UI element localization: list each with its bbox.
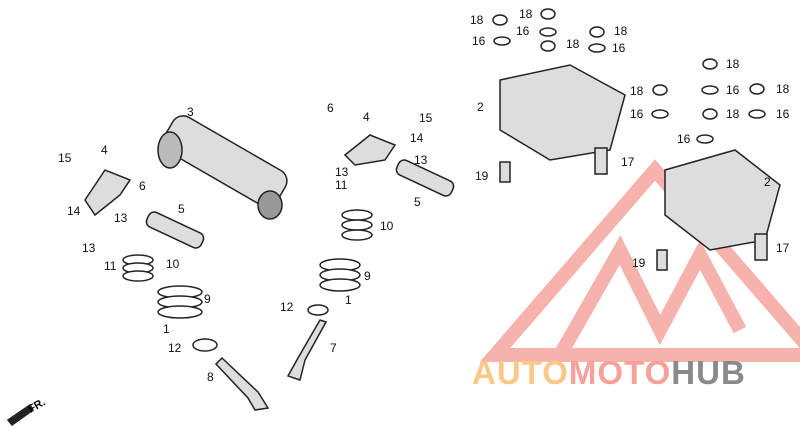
part-callout: 6 (327, 101, 334, 115)
watermark-auto: AUTO (472, 354, 569, 391)
part-callout: 6 (139, 179, 146, 193)
part-callout: 16 (776, 107, 790, 121)
part-callout: 3 (187, 105, 194, 119)
watermark-hub: HUB (671, 354, 746, 391)
watermark-text: AUTOMOTOHUB (472, 354, 746, 392)
part-callout: 13 (114, 211, 128, 225)
part-callout: 5 (178, 202, 185, 216)
part-callout: 10 (166, 257, 180, 271)
front-arrow (6, 403, 34, 427)
part-callout: 13 (335, 165, 349, 179)
part-callout: 19 (632, 256, 646, 270)
part-callout: 17 (621, 155, 635, 169)
part-callout: 13 (82, 241, 96, 255)
nuts-washers (492, 8, 766, 144)
spring-middle (307, 209, 373, 316)
part-callout: 7 (330, 341, 337, 355)
part-callout: 19 (475, 169, 489, 183)
part-callout: 4 (363, 110, 370, 124)
rocker-arm-middle (343, 134, 397, 166)
part-callout: 10 (380, 219, 394, 233)
part-callout: 1 (345, 293, 352, 307)
part-callout: 18 (614, 24, 628, 38)
part-callout: 16 (612, 41, 626, 55)
part-callout: 2 (764, 175, 771, 189)
part-callout: 16 (630, 107, 644, 121)
part-callout: 15 (58, 151, 72, 165)
part-callout: 14 (410, 131, 424, 145)
valve-left (214, 356, 270, 411)
part-callout: 18 (519, 7, 533, 21)
watermark-moto: MOTO (568, 354, 672, 391)
dowel-19-lower (656, 249, 668, 271)
part-callout: 1 (163, 322, 170, 336)
part-callout: 13 (414, 153, 428, 167)
part-callout: 5 (414, 195, 421, 209)
camshaft (157, 115, 288, 220)
part-callout: 12 (168, 341, 182, 355)
spring-left (122, 254, 218, 352)
rocker-holder-upper (499, 64, 626, 161)
part-callout: 18 (630, 84, 644, 98)
part-callout: 2 (477, 100, 484, 114)
part-callout: 12 (280, 300, 294, 314)
part-callout: 18 (470, 13, 484, 27)
part-callout: 4 (101, 143, 108, 157)
dowel-17-upper (594, 147, 608, 175)
rocker-arm-left (84, 169, 132, 217)
watermark-logo (479, 159, 800, 362)
valve-middle (286, 319, 328, 381)
part-callout: 9 (364, 269, 371, 283)
part-callout: 15 (419, 111, 433, 125)
part-callout: 18 (726, 107, 740, 121)
part-callout: 11 (335, 178, 348, 192)
rocker-shaft-left (145, 211, 205, 249)
part-callout: 16 (472, 34, 486, 48)
rocker-shaft-middle (395, 159, 455, 197)
part-callout: 18 (726, 57, 740, 71)
part-callout: 9 (204, 292, 211, 306)
dowel-17-lower (754, 233, 768, 261)
part-callout: 16 (677, 132, 691, 146)
part-callout: 16 (726, 83, 740, 97)
part-callout: 16 (516, 24, 530, 38)
part-callout: 11 (104, 259, 117, 273)
part-callout: 14 (67, 204, 81, 218)
dowel-19-upper (499, 161, 511, 183)
part-callout: 17 (776, 241, 790, 255)
part-callout: 18 (776, 82, 790, 96)
part-callout: 8 (207, 370, 214, 384)
part-callout: 18 (566, 37, 580, 51)
